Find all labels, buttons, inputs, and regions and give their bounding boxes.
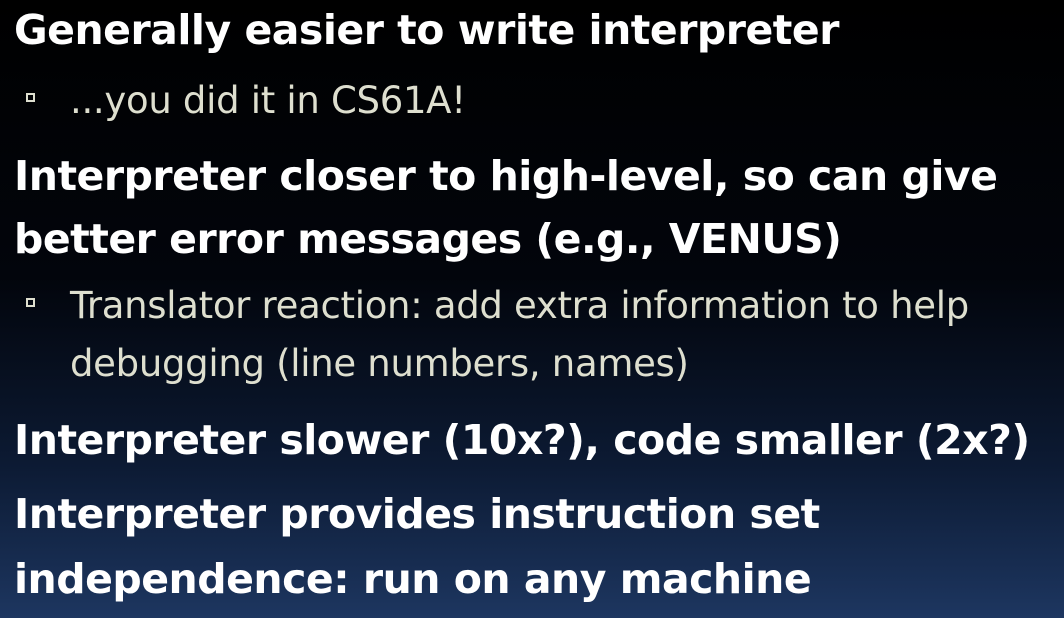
bullet-heading-isa-independence-line-2: independence: run on any machine (14, 555, 812, 603)
bullet-heading-easier-to-write: Generally easier to write interpreter (14, 6, 839, 54)
sub-bullet-square-icon (26, 298, 35, 307)
sub-bullet-cs61a: ...you did it in CS61A! (70, 79, 466, 122)
bullet-heading-isa-independence-line-1: Interpreter provides instruction set (14, 490, 820, 538)
bullet-heading-error-messages-line-1: Interpreter closer to high-level, so can… (14, 152, 998, 200)
sub-bullet-translator-reaction-line-2: debugging (line numbers, names) (70, 342, 689, 385)
sub-bullet-square-icon (26, 93, 35, 102)
bullet-heading-error-messages-line-2: better error messages (e.g., VENUS) (14, 215, 842, 263)
bullet-heading-slower-smaller: Interpreter slower (10x?), code smaller … (14, 416, 1030, 464)
sub-bullet-translator-reaction-line-1: Translator reaction: add extra informati… (70, 284, 969, 327)
